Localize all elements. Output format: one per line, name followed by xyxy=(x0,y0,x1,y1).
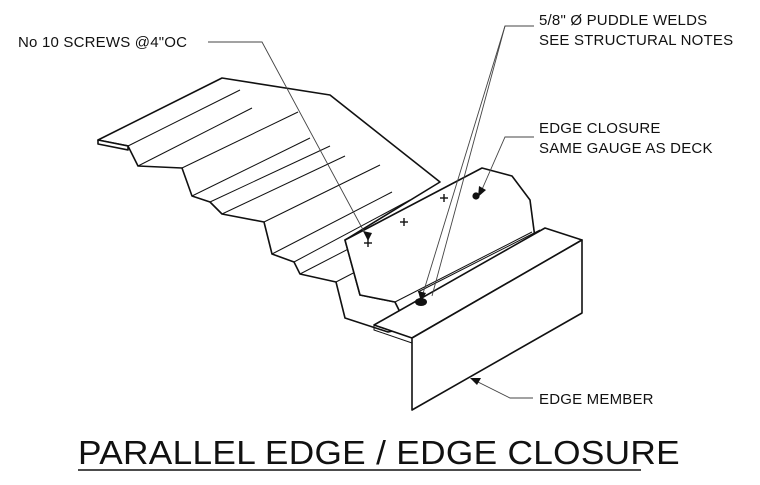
deck-ridge xyxy=(209,145,331,203)
closure-leader-arrow xyxy=(478,186,486,197)
deck-end-lip xyxy=(97,139,129,151)
deck-ridge xyxy=(221,155,346,215)
deck-ridge xyxy=(181,111,299,169)
leader-lines xyxy=(208,25,534,399)
edge-closure-fold xyxy=(417,229,541,293)
deck-profile xyxy=(97,77,441,333)
edge-member-leader xyxy=(471,378,533,399)
edge-member xyxy=(373,227,583,411)
screws-callout: No 10 SCREWS @4"OC xyxy=(18,34,187,51)
edge-member-leader-arrow xyxy=(470,378,481,385)
edge-closure-fold xyxy=(511,175,536,239)
puddle-weld xyxy=(472,192,480,200)
deck-ridge xyxy=(293,199,411,263)
edge-closure-fold xyxy=(394,231,533,303)
edge-member-callout: EDGE MEMBER xyxy=(539,391,654,408)
welds-leader-2 xyxy=(431,25,506,297)
drawing-title: PARALLEL EDGE / EDGE CLOSURE xyxy=(78,434,680,471)
edge-member-edge xyxy=(373,325,413,344)
deck-ridge xyxy=(137,107,253,167)
screw-mark xyxy=(440,194,448,202)
closure-leader xyxy=(479,136,534,195)
welds-leader-arrow xyxy=(418,291,426,302)
deck-ridge xyxy=(271,191,393,255)
closure-callout-line-1: EDGE CLOSURE xyxy=(539,120,661,137)
screws-leader-arrow xyxy=(363,231,372,241)
screw-mark xyxy=(400,218,408,226)
deck-ridge xyxy=(263,164,381,223)
welds-callout-line-2: SEE STRUCTURAL NOTES xyxy=(539,32,733,49)
screws-leader xyxy=(208,41,369,240)
closure-callout-line-2: SAME GAUGE AS DECK xyxy=(539,140,713,157)
welds-callout-line-1: 5/8" Ø PUDDLE WELDS xyxy=(539,12,707,29)
deck-ridge xyxy=(127,89,241,147)
deck-ridge xyxy=(191,137,311,197)
edge-member-vertical-face xyxy=(411,239,583,411)
